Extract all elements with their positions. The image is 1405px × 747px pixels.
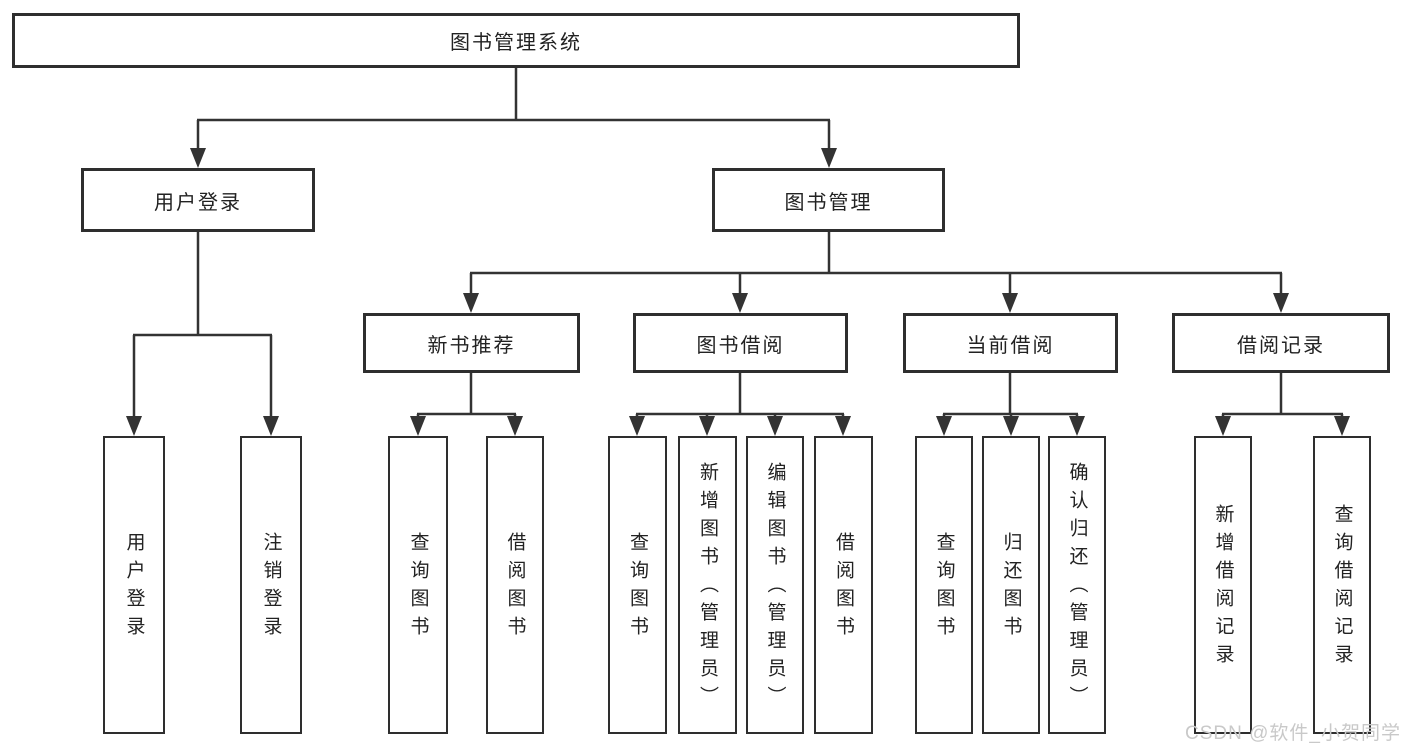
leaf-logout: 注销登录 — [240, 436, 302, 734]
edges-user-login-to-leaves — [132, 230, 273, 420]
node-new-book-recommend: 新书推荐 — [363, 313, 580, 373]
node-book-management: 图书管理 — [712, 168, 945, 232]
node-library-management-system: 图书管理系统 — [12, 13, 1020, 68]
edges-root-to-level1 — [196, 66, 831, 152]
leaf-return-book: 归还图书 — [982, 436, 1040, 734]
leaf-query-books-recommend: 查询图书 — [388, 436, 448, 734]
edges-book-management-to-level2 — [469, 230, 1283, 297]
node-current-borrow: 当前借阅 — [903, 313, 1118, 373]
edges-book-borrow — [635, 371, 845, 420]
leaf-confirm-return-admin: 确认归还（管理员） — [1048, 436, 1106, 734]
node-book-borrow: 图书借阅 — [633, 313, 848, 373]
edges-new-book-recommend — [416, 371, 517, 420]
leaf-borrow-books: 借阅图书 — [814, 436, 873, 734]
watermark: CSDN @软件_小贺同学 — [1185, 723, 1401, 744]
leaf-user-login: 用户登录 — [103, 436, 165, 734]
leaf-add-book-admin: 新增图书（管理员） — [678, 436, 737, 734]
leaf-borrow-books-recommend: 借阅图书 — [486, 436, 544, 734]
edges-borrow-records — [1221, 371, 1344, 420]
leaf-edit-book-admin: 编辑图书（管理员） — [746, 436, 804, 734]
node-user-login: 用户登录 — [81, 168, 315, 232]
leaf-query-books-borrow: 查询图书 — [608, 436, 667, 734]
leaf-add-borrow-record: 新增借阅记录 — [1194, 436, 1252, 734]
edges-current-borrow — [942, 371, 1079, 420]
node-borrow-records: 借阅记录 — [1172, 313, 1390, 373]
leaf-query-borrow-record: 查询借阅记录 — [1313, 436, 1371, 734]
leaf-query-books-current: 查询图书 — [915, 436, 973, 734]
